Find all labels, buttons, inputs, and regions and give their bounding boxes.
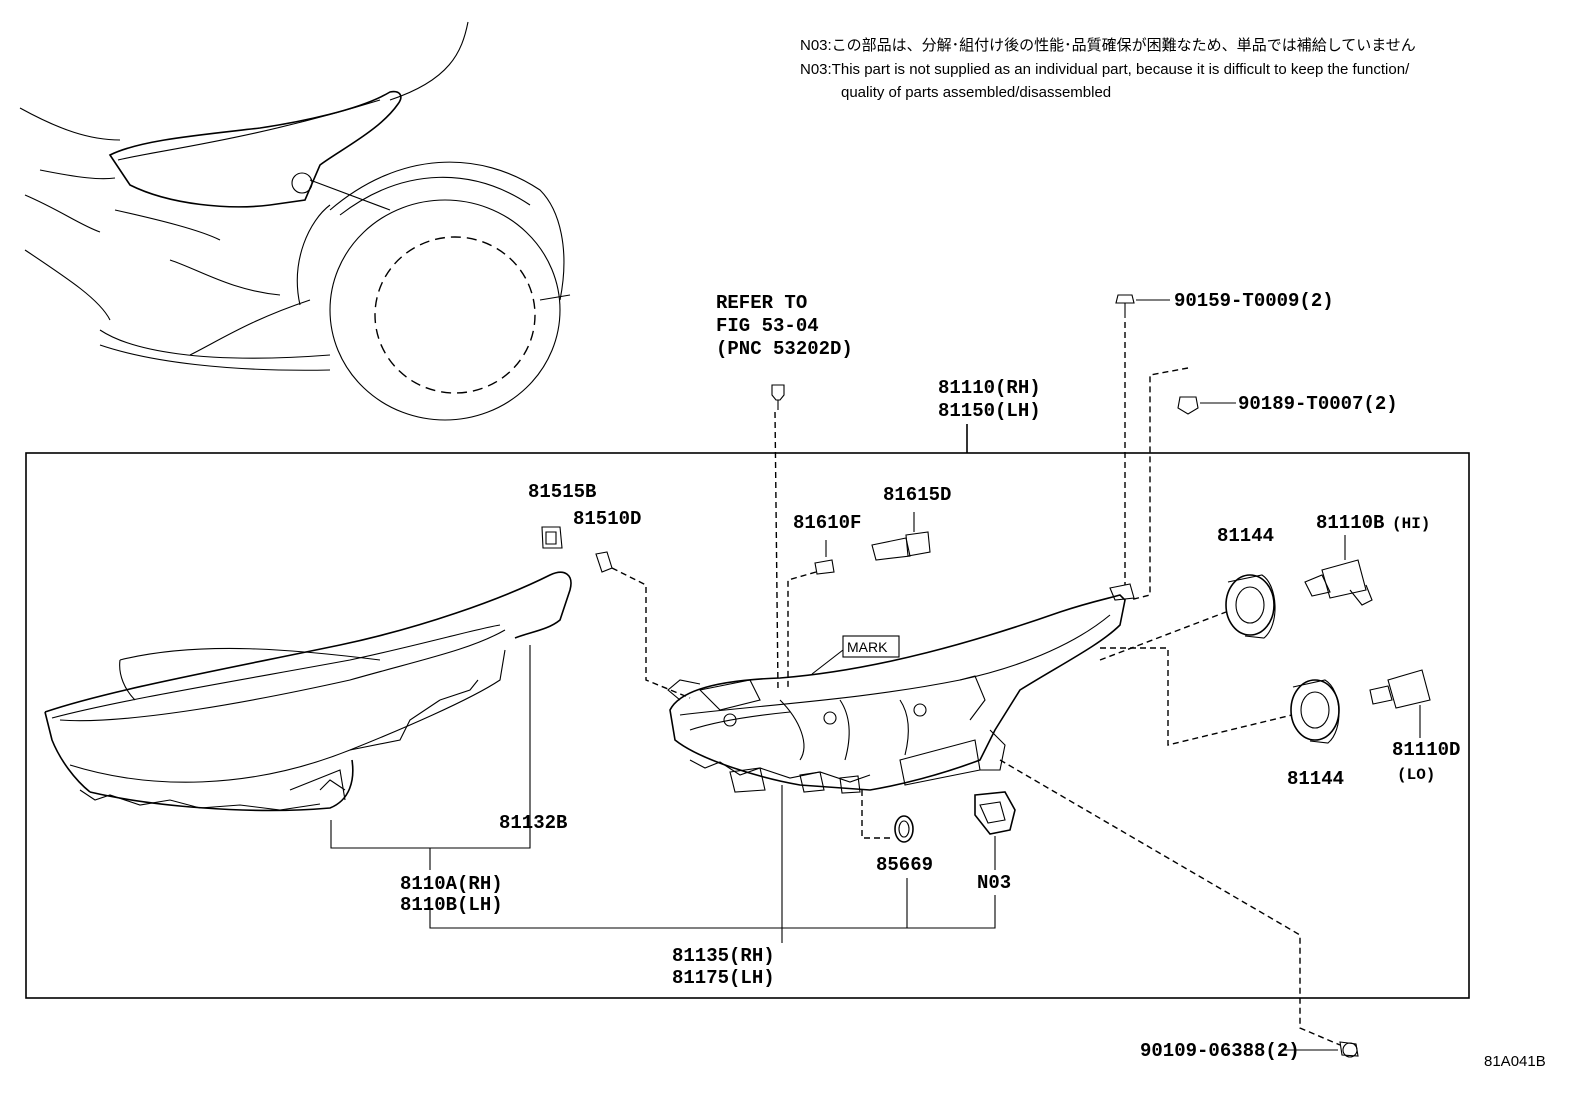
headlamp-lens-drawing [44, 571, 572, 812]
mark-label: MARK [847, 639, 888, 655]
oring-85669-icon [894, 815, 914, 843]
bulb-lo-icon [1369, 669, 1431, 738]
hi-tag: (HI) [1392, 515, 1430, 533]
part-90159: 90159-T0009(2) [1174, 290, 1334, 312]
bulb-81510d-icon [595, 551, 613, 573]
clip-90189-icon [1177, 396, 1199, 415]
bolt-90109-icon [1339, 1041, 1359, 1058]
part-n03: N03 [977, 872, 1011, 894]
vehicle-location-sketch [19, 21, 571, 421]
ring-81144-bottom-icon [1290, 679, 1340, 744]
ring-81144-top-icon [1225, 574, 1276, 639]
mark-box [842, 635, 900, 658]
note-english-line1: N03:This part is not supplied as an indi… [800, 61, 1410, 78]
part-90109: 90109-06388(2) [1140, 1040, 1300, 1062]
bulb-hi-icon [1304, 535, 1373, 606]
part-90189: 90189-T0007(2) [1238, 393, 1398, 415]
part-8110b-lh: 8110B(LH) [400, 894, 503, 916]
note-english-line2: quality of parts assembled/disassembled [841, 84, 1111, 101]
part-81150-lh: 81150(LH) [938, 400, 1041, 422]
note-japanese: N03:この部品は、分解･組付け後の性能･品質確保が困難なため、単品では補給して… [800, 36, 1416, 54]
bracket-81515b-icon [541, 526, 563, 549]
part-81135-rh: 81135(RH) [672, 945, 775, 967]
headlamp-housing-drawing [667, 583, 1135, 794]
refer-pnc-label: (PNC 53202D) [716, 338, 853, 360]
part-81110b-hi: 81110B [1316, 512, 1384, 534]
part-85669: 85669 [876, 854, 933, 876]
part-8110a-rh: 8110A(RH) [400, 873, 503, 895]
lo-tag: (LO) [1397, 766, 1435, 784]
part-81615d: 81615D [883, 484, 951, 506]
bolt-90159-icon [1115, 294, 1135, 318]
socket-81615d-icon [871, 512, 931, 561]
part-81175-lh: 81175(LH) [672, 967, 775, 989]
refer-fig-label: FIG 53-04 [716, 315, 819, 337]
part-81110d-lo: 81110D [1392, 739, 1460, 761]
bulb-81610f-icon [814, 540, 835, 575]
part-81510d: 81510D [573, 508, 641, 530]
part-81515b: 81515B [528, 481, 596, 503]
figure-code: 81A041B [1484, 1053, 1546, 1070]
refer-leader [774, 411, 779, 691]
refer-clip-icon [771, 384, 785, 410]
part-81144-top: 81144 [1217, 525, 1274, 547]
assembly-frame [25, 452, 1470, 999]
module-n03-icon [974, 791, 1016, 835]
part-81132b: 81132B [499, 812, 567, 834]
refer-to-label: REFER TO [716, 292, 807, 314]
part-81144-bottom: 81144 [1287, 768, 1344, 790]
part-81110-rh: 81110(RH) [938, 377, 1041, 399]
part-81610f: 81610F [793, 512, 861, 534]
